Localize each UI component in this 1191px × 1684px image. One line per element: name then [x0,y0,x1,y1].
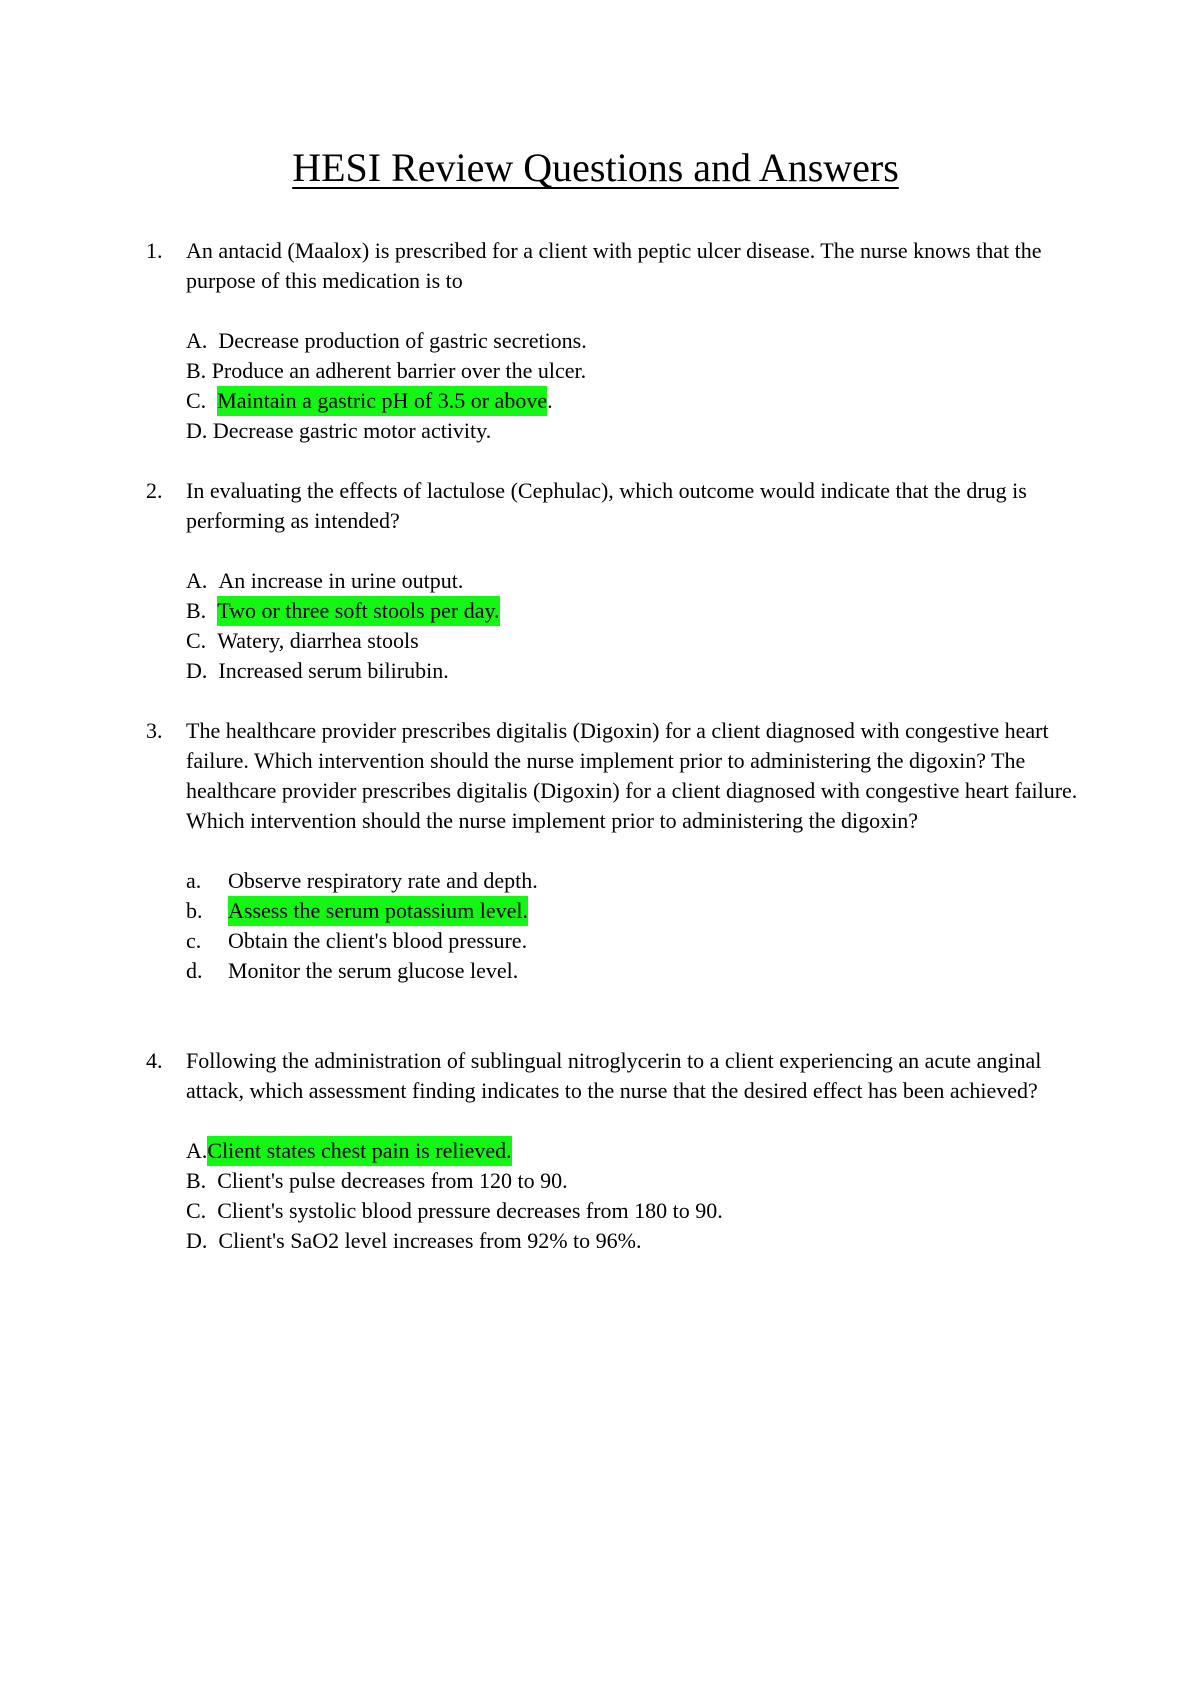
option-text: Decrease gastric motor activity. [212,418,492,443]
option-text: Watery, diarrhea stools [217,628,419,653]
answer-options: a. Observe respiratory rate and depth. b.… [186,866,1096,986]
option-letter: A. [186,328,208,353]
option-letter: D. [186,1228,208,1253]
answer-option-a: a. Observe respiratory rate and depth. [186,866,1096,896]
question-number: 3. [146,718,163,743]
option-letter: d. [186,958,203,983]
question-number: 2. [146,478,163,503]
correct-answer-highlight: Two or three soft stools per day. [217,596,500,626]
question-4: 4. Following the administration of subli… [146,1046,1096,1256]
question-number: 1. [146,238,163,263]
question-number: 4. [146,1048,163,1073]
answer-option-d: D. Client's SaO2 level increases from 92… [186,1226,1096,1256]
option-text: Increased serum bilirubin. [218,658,449,683]
answer-options: A. Decrease production of gastric secret… [186,326,1096,446]
option-text: An increase in urine output. [218,568,464,593]
option-letter: C. [186,1198,207,1223]
answer-option-c: C. Client's systolic blood pressure decr… [186,1196,1096,1226]
question-3: 3. The healthcare provider prescribes di… [146,716,1096,986]
option-text: Observe respiratory rate and depth. [228,868,538,893]
option-letter: a. [186,868,202,893]
option-suffix: . [547,388,553,413]
option-letter: B. [186,358,207,383]
question-text: In evaluating the effects of lactulose (… [186,478,1027,533]
option-letter: C. [186,388,207,413]
answer-option-b: b. Assess the serum potassium level. [186,896,1096,926]
option-text: Client's systolic blood pressure decreas… [217,1198,723,1223]
option-letter: A. [186,1138,208,1163]
answer-option-b: B. Produce an adherent barrier over the … [186,356,1096,386]
option-text: Monitor the serum glucose level. [228,958,519,983]
correct-answer-highlight: Assess the serum potassium level. [228,896,529,926]
answer-option-a: A. Decrease production of gastric secret… [186,326,1096,356]
option-text: Decrease production of gastric secretion… [218,328,587,353]
option-text: Client's pulse decreases from 120 to 90. [217,1168,568,1193]
correct-answer-highlight: Maintain a gastric pH of 3.5 or above [217,386,548,416]
answer-option-d: d. Monitor the serum glucose level. [186,956,1096,986]
answer-option-c: C. Maintain a gastric pH of 3.5 or above… [186,386,1096,416]
option-letter: D. [186,418,208,443]
correct-answer-highlight: Client states chest pain is relieved. [207,1136,512,1166]
option-text: Produce an adherent barrier over the ulc… [211,358,587,383]
answer-option-b: B. Two or three soft stools per day. [186,596,1096,626]
page-title-text: HESI Review Questions and Answers [292,145,899,190]
page-title: HESI Review Questions and Answers [0,144,1191,192]
question-text: An antacid (Maalox) is prescribed for a … [186,238,1042,293]
option-letter: B. [186,1168,207,1193]
answer-option-a: A.Client states chest pain is relieved. [186,1136,1096,1166]
option-letter: c. [186,928,202,953]
question-1: 1. An antacid (Maalox) is prescribed for… [146,236,1096,446]
answer-option-d: D. Increased serum bilirubin. [186,656,1096,686]
question-text: Following the administration of sublingu… [186,1048,1042,1103]
option-letter: b. [186,898,203,923]
question-text: The healthcare provider prescribes digit… [186,718,1078,833]
answer-option-b: B. Client's pulse decreases from 120 to … [186,1166,1096,1196]
option-letter: C. [186,628,207,653]
answer-options: A. An increase in urine output. B. Two o… [186,566,1096,686]
answer-option-d: D. Decrease gastric motor activity. [186,416,1096,446]
answer-option-c: c. Obtain the client's blood pressure. [186,926,1096,956]
option-letter: A. [186,568,208,593]
answer-options: A.Client states chest pain is relieved. … [186,1136,1096,1256]
option-letter: D. [186,658,208,683]
answer-option-c: C. Watery, diarrhea stools [186,626,1096,656]
option-text: Client's SaO2 level increases from 92% t… [218,1228,642,1253]
answer-option-a: A. An increase in urine output. [186,566,1096,596]
question-2: 2. In evaluating the effects of lactulos… [146,476,1096,686]
option-text: Obtain the client's blood pressure. [228,928,528,953]
option-letter: B. [186,598,207,623]
